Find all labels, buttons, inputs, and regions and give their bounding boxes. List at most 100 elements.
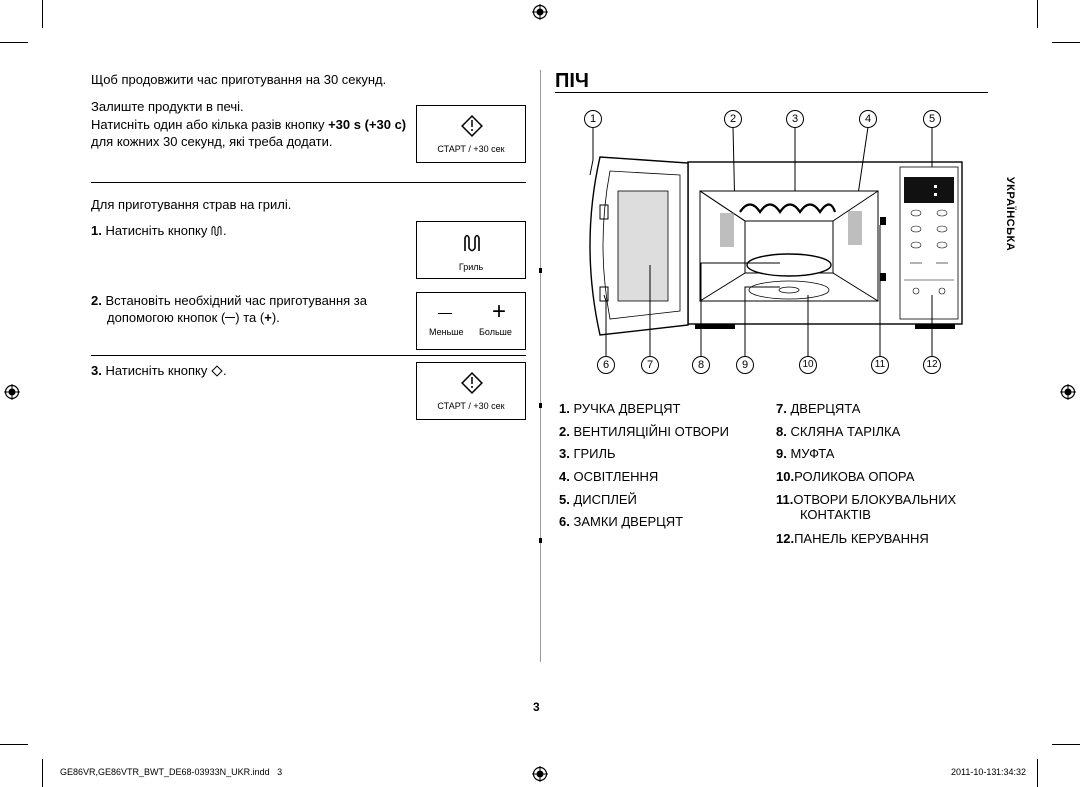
callout-6: 6 bbox=[597, 356, 615, 374]
grill-step3: 3. Натисніть кнопку . bbox=[91, 363, 227, 378]
grill-step1: 1. Натисніть кнопку . bbox=[91, 223, 227, 238]
plus30-heading: Щоб продовжити час приготування на 30 се… bbox=[91, 72, 387, 87]
plus30-step1: Залиште продукти в печі. bbox=[91, 99, 244, 114]
callout-7: 7 bbox=[641, 356, 659, 374]
step-number: 3. bbox=[91, 363, 102, 378]
step-text: допомогою кнопок ( bbox=[107, 310, 226, 325]
legend-item: 3. ГРИЛЬ bbox=[559, 446, 616, 462]
legend-text: МУФТА bbox=[790, 446, 835, 461]
legend-text: ЗАМКИ ДВЕРЦЯТ bbox=[573, 514, 684, 529]
minus-plus-button-illustration: + Меньше Больше bbox=[416, 292, 526, 350]
legend-item: 11.ОТВОРИ БЛОКУВАЛЬНИХ bbox=[776, 492, 956, 508]
plus-icon: + bbox=[264, 310, 272, 325]
step-text: Натисніть кнопку bbox=[105, 223, 212, 238]
registration-mark-icon bbox=[532, 4, 548, 20]
minus-button-label: Меньше bbox=[429, 327, 464, 337]
crop-mark bbox=[1037, 759, 1038, 787]
legend-item: 12.ПАНЕЛЬ КЕРУВАННЯ bbox=[776, 531, 929, 547]
start-button-label: СТАРТ / +30 сек bbox=[437, 144, 505, 154]
legend-item: 1. РУЧКА ДВЕРЦЯТ bbox=[559, 401, 680, 417]
legend-item: 8. СКЛЯНА ТАРІЛКА bbox=[776, 424, 900, 440]
legend-number: 9. bbox=[776, 446, 787, 461]
legend-item: 4. ОСВІТЛЕННЯ bbox=[559, 469, 658, 485]
microwave-diagram bbox=[589, 126, 963, 357]
start-button-illustration: СТАРТ / +30 сек bbox=[416, 362, 526, 420]
separator-tick bbox=[539, 538, 542, 543]
grill-icon bbox=[464, 234, 480, 252]
legend-text: ПАНЕЛЬ КЕРУВАННЯ bbox=[794, 531, 929, 546]
callout-12: 12 bbox=[923, 356, 941, 374]
registration-mark-icon bbox=[4, 384, 20, 400]
callout-9: 9 bbox=[736, 356, 754, 374]
step-text: Встановіть необхідний час приготування з… bbox=[105, 293, 367, 308]
page-number: 3 bbox=[533, 700, 540, 714]
footer-date: 2011-10-13 bbox=[951, 767, 997, 777]
callout-8: 8 bbox=[692, 356, 710, 374]
legend-text: РОЛИКОВА ОПОРА bbox=[794, 469, 915, 484]
legend-text: ДВЕРЦЯТА bbox=[790, 401, 861, 416]
callout-1: 1 bbox=[584, 110, 602, 128]
legend-text: ДИСПЛЕЙ bbox=[573, 492, 637, 507]
plus-button-label: Больше bbox=[479, 327, 512, 337]
footer-time: 1:34:32 bbox=[996, 767, 1027, 777]
legend-number: 12. bbox=[776, 531, 795, 546]
callout-10: 10 bbox=[799, 356, 817, 374]
grill-step2a: 2. Встановіть необхідний час приготуванн… bbox=[91, 293, 367, 309]
legend-item: 6. ЗАМКИ ДВЕРЦЯТ bbox=[559, 514, 683, 530]
callout-2: 2 bbox=[724, 110, 742, 128]
start-diamond-icon bbox=[461, 115, 483, 137]
registration-mark-icon bbox=[1060, 384, 1076, 400]
plus30-step2a: Натисніть один або кілька разів кнопку +… bbox=[91, 117, 406, 133]
footer-file: GE86VR,GE86VTR_BWT_DE68-03933N_UKR.indd … bbox=[60, 767, 283, 777]
crop-mark bbox=[1052, 744, 1080, 745]
plus30-step2b: для кожних 30 секунд, які треба додати. bbox=[91, 134, 333, 149]
crop-mark bbox=[1037, 0, 1038, 28]
legend-number: 6. bbox=[559, 514, 570, 529]
legend-item: 5. ДИСПЛЕЙ bbox=[559, 492, 637, 508]
plus-icon: + bbox=[492, 298, 507, 325]
separator-tick bbox=[539, 403, 542, 408]
legend-item: 2. ВЕНТИЛЯЦІЙНІ ОТВОРИ bbox=[559, 424, 729, 440]
callout-11: 11 bbox=[871, 356, 889, 374]
callout-5: 5 bbox=[923, 110, 941, 128]
grill-step2b: допомогою кнопок () та (+). bbox=[107, 310, 280, 326]
language-side-tab: УКРАЇНСЬКА bbox=[1004, 176, 1016, 252]
callout-4: 4 bbox=[859, 110, 877, 128]
legend-text: КОНТАКТІВ bbox=[800, 507, 871, 522]
legend-number: 11. bbox=[776, 492, 794, 507]
minus-icon bbox=[225, 317, 236, 318]
step-text: ). bbox=[271, 310, 280, 325]
start-button-label: СТАРТ / +30 сек bbox=[437, 401, 505, 411]
legend-item: 7. ДВЕРЦЯТА bbox=[776, 401, 860, 417]
legend-number: 7. bbox=[776, 401, 787, 416]
start-diamond-icon bbox=[461, 372, 483, 394]
grill-icon bbox=[211, 226, 222, 236]
separator-tick bbox=[539, 268, 542, 273]
start-button-illustration: СТАРТ / +30 сек bbox=[416, 105, 526, 163]
column-separator bbox=[540, 70, 541, 662]
step-text: Натисніть кнопку bbox=[105, 363, 212, 378]
plus30-step2a-text: Натисніть один або кілька разів кнопку bbox=[91, 117, 329, 132]
legend-number: 3. bbox=[559, 446, 570, 461]
legend-text: ГРИЛЬ bbox=[573, 446, 616, 461]
legend-item: 10.РОЛИКОВА ОПОРА bbox=[776, 469, 914, 485]
step-number: 1. bbox=[91, 223, 102, 238]
crop-mark bbox=[42, 0, 43, 28]
section-divider bbox=[91, 182, 526, 183]
crop-mark bbox=[0, 744, 28, 745]
section-title: ПІЧ bbox=[555, 70, 589, 92]
grill-button-illustration: Гриль bbox=[416, 221, 526, 279]
legend-number: 8. bbox=[776, 424, 787, 439]
section-divider bbox=[91, 355, 526, 356]
crop-mark bbox=[0, 42, 28, 43]
legend-number: 10. bbox=[776, 469, 795, 484]
legend-number: 2. bbox=[559, 424, 570, 439]
callout-3: 3 bbox=[786, 110, 804, 128]
grill-button-label: Гриль bbox=[458, 262, 484, 272]
minus-icon bbox=[438, 313, 452, 314]
legend-text: ВЕНТИЛЯЦІЙНІ ОТВОРИ bbox=[573, 424, 730, 439]
step-number: 2. bbox=[91, 293, 102, 308]
legend-number: 4. bbox=[559, 469, 570, 484]
legend-text: ОСВІТЛЕННЯ bbox=[573, 469, 659, 484]
plus30-button-name: +30 s (+30 с) bbox=[328, 117, 407, 132]
